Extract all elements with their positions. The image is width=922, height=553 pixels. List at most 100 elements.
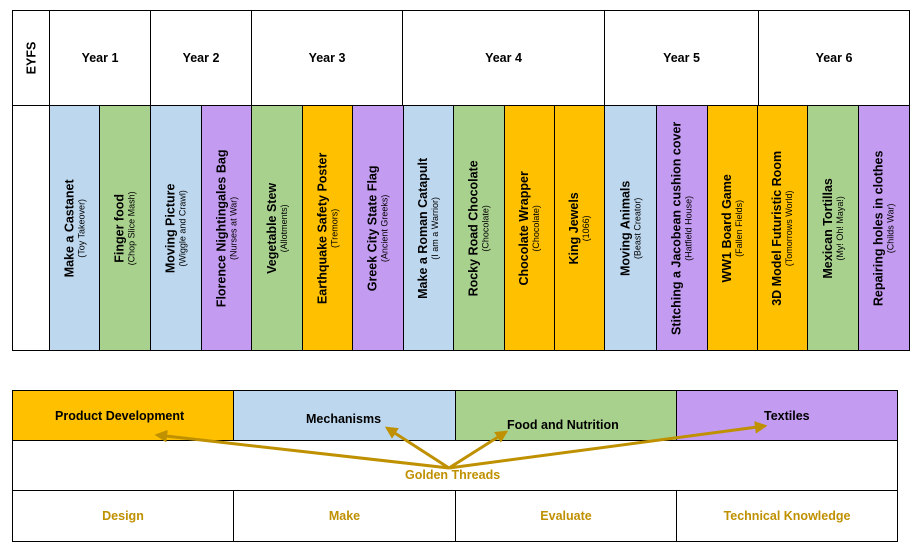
project-topic: (1066) [581, 215, 592, 242]
project-title: Earthquake Safety Poster [315, 152, 330, 304]
header-eyfs: EYFS [13, 11, 50, 106]
project-title: Stitching a Jacobean cushion cover [669, 121, 684, 335]
project-title: King Jewels [567, 191, 582, 265]
project-cell: Make a Roman Catapult(I am a Warrior) [404, 106, 454, 350]
project-label: Moving Picture(Wiggle and Crawl) [164, 183, 189, 273]
project-topic: (Childs War) [886, 203, 897, 253]
project-label: Florence Nightingales Bag(Nurses at War) [214, 149, 239, 307]
project-cell: Stitching a Jacobean cushion cover(Hatfi… [657, 106, 708, 350]
header-year-1: Year 1 [50, 11, 151, 106]
project-label: WW1 Board Game(Fallen Fields) [720, 174, 745, 282]
skill-label: Evaluate [540, 509, 592, 523]
project-label: Finger food(Chop Slice Mash) [113, 191, 138, 265]
header-year-6: Year 6 [759, 11, 909, 106]
project-title: Moving Animals [618, 180, 633, 276]
project-title: Florence Nightingales Bag [214, 149, 229, 307]
golden-threads-row [13, 441, 897, 491]
project-topic: (My! Oh! Maya!) [835, 195, 846, 261]
project-topic: (Tremors) [329, 208, 340, 248]
project-label: Repairing holes in clothes(Childs War) [872, 150, 897, 306]
project-cell: Earthquake Safety Poster(Tremors) [303, 106, 353, 350]
project-topic: (I am a Warrior) [430, 196, 441, 260]
project-title: WW1 Board Game [720, 173, 735, 283]
project-cell: Rocky Road Chocolate(Chocolate) [454, 106, 505, 350]
project-cell: Make a Castanet(Toy Takeover) [50, 106, 100, 350]
project-label: Rocky Road Chocolate(Chocolate) [467, 160, 492, 296]
project-topic: (Ancient Greeks) [380, 194, 391, 262]
year-label: Year 1 [81, 51, 119, 65]
year-label: Year 3 [308, 51, 346, 65]
strand-label: Product Development [55, 409, 185, 423]
project-topic: (Toy Takeover) [76, 198, 87, 258]
year-label: Year 4 [485, 51, 522, 65]
project-cell: Moving Animals(Beast Creator) [605, 106, 657, 350]
project-topic: (Chocolate) [481, 204, 492, 252]
project-label: King Jewels(1066) [567, 192, 592, 264]
skill-make: Make [234, 491, 456, 541]
project-label: Make a Roman Catapult(I am a Warrior) [416, 157, 441, 298]
project-topic: (Tomorrows World) [784, 190, 795, 266]
strand-label: Mechanisms [306, 412, 382, 426]
project-topic: (Allotments) [279, 203, 290, 253]
year-label: Year 2 [182, 51, 220, 65]
year-label: Year 6 [815, 51, 853, 65]
strand-product-development: Product Development [13, 391, 234, 441]
eyfs-empty-cell [13, 106, 50, 350]
header-year-3: Year 3 [252, 11, 403, 106]
strand-textiles: Textiles [677, 391, 897, 441]
skill-label: Make [328, 509, 361, 523]
skill-design: Design [13, 491, 234, 541]
strand-label: Food and Nutrition [507, 418, 619, 432]
skill-technical-knowledge: Technical Knowledge [677, 491, 897, 541]
header-year-4: Year 4 [403, 11, 605, 106]
project-topic: (Fallen Fields) [734, 199, 745, 257]
project-label: Stitching a Jacobean cushion cover(Hatfi… [670, 121, 695, 334]
project-title: Greek City State Flag [365, 165, 380, 291]
project-title: Mexican Tortillas [820, 177, 835, 279]
header-year-2: Year 2 [151, 11, 252, 106]
project-title: Repairing holes in clothes [871, 150, 886, 306]
project-label: 3D Model Futuristic Room(Tomorrows World… [770, 151, 795, 306]
skill-evaluate: Evaluate [456, 491, 677, 541]
project-topic: (Chop Slice Mash) [127, 190, 138, 266]
strand-food-and-nutrition: Food and Nutrition [456, 391, 677, 441]
strand-label: Textiles [764, 409, 810, 423]
project-label: Earthquake Safety Poster(Tremors) [315, 152, 340, 303]
project-cell: Florence Nightingales Bag(Nurses at War) [202, 106, 252, 350]
project-title: 3D Model Futuristic Room [770, 150, 785, 306]
project-cell: Repairing holes in clothes(Childs War) [859, 106, 909, 350]
project-label: Moving Animals(Beast Creator) [618, 180, 643, 275]
project-cell: WW1 Board Game(Fallen Fields) [708, 106, 758, 350]
project-title: Finger food [112, 193, 127, 263]
curriculum-grid: EYFS Year 1 Year 2 Year 3 Year 4 Year 5 … [12, 10, 910, 351]
project-cell: Chocolate Wrapper(Chocolate) [505, 106, 555, 350]
project-label: Mexican Tortillas(My! Oh! Maya!) [821, 178, 846, 279]
project-label: Make a Castanet(Toy Takeover) [62, 179, 87, 277]
project-topic: (Beast Creator) [632, 197, 643, 259]
project-title: Make a Roman Catapult [416, 157, 431, 299]
project-title: Vegetable Stew [264, 182, 279, 274]
project-label: Chocolate Wrapper(Chocolate) [517, 171, 542, 285]
project-topic: (Nurses at War) [228, 196, 239, 260]
header-year-5: Year 5 [605, 11, 759, 106]
project-topic: (Chocolate) [531, 204, 542, 252]
year-label: Year 5 [663, 51, 700, 65]
golden-threads-table: Product Development Mechanisms Food and … [12, 390, 898, 542]
project-cell: Greek City State Flag(Ancient Greeks) [353, 106, 404, 350]
eyfs-label: EYFS [24, 41, 38, 75]
project-topic: (Hatfield House) [684, 195, 695, 261]
project-label: Greek City State Flag(Ancient Greeks) [366, 165, 391, 291]
project-title: Rocky Road Chocolate [466, 159, 481, 297]
project-cell: Moving Picture(Wiggle and Crawl) [151, 106, 202, 350]
project-label: Vegetable Stew(Allotments) [265, 182, 290, 273]
project-cell: Finger food(Chop Slice Mash) [100, 106, 151, 350]
project-topic: (Wiggle and Crawl) [178, 189, 189, 267]
project-title: Chocolate Wrapper [517, 170, 532, 286]
project-cell: King Jewels(1066) [555, 106, 605, 350]
project-title: Moving Picture [163, 183, 178, 273]
skill-label: Design [102, 509, 144, 523]
project-cell: 3D Model Futuristic Room(Tomorrows World… [758, 106, 808, 350]
strand-mechanisms: Mechanisms [234, 391, 456, 441]
project-cell: Mexican Tortillas(My! Oh! Maya!) [808, 106, 859, 350]
skill-label: Technical Knowledge [723, 509, 851, 523]
